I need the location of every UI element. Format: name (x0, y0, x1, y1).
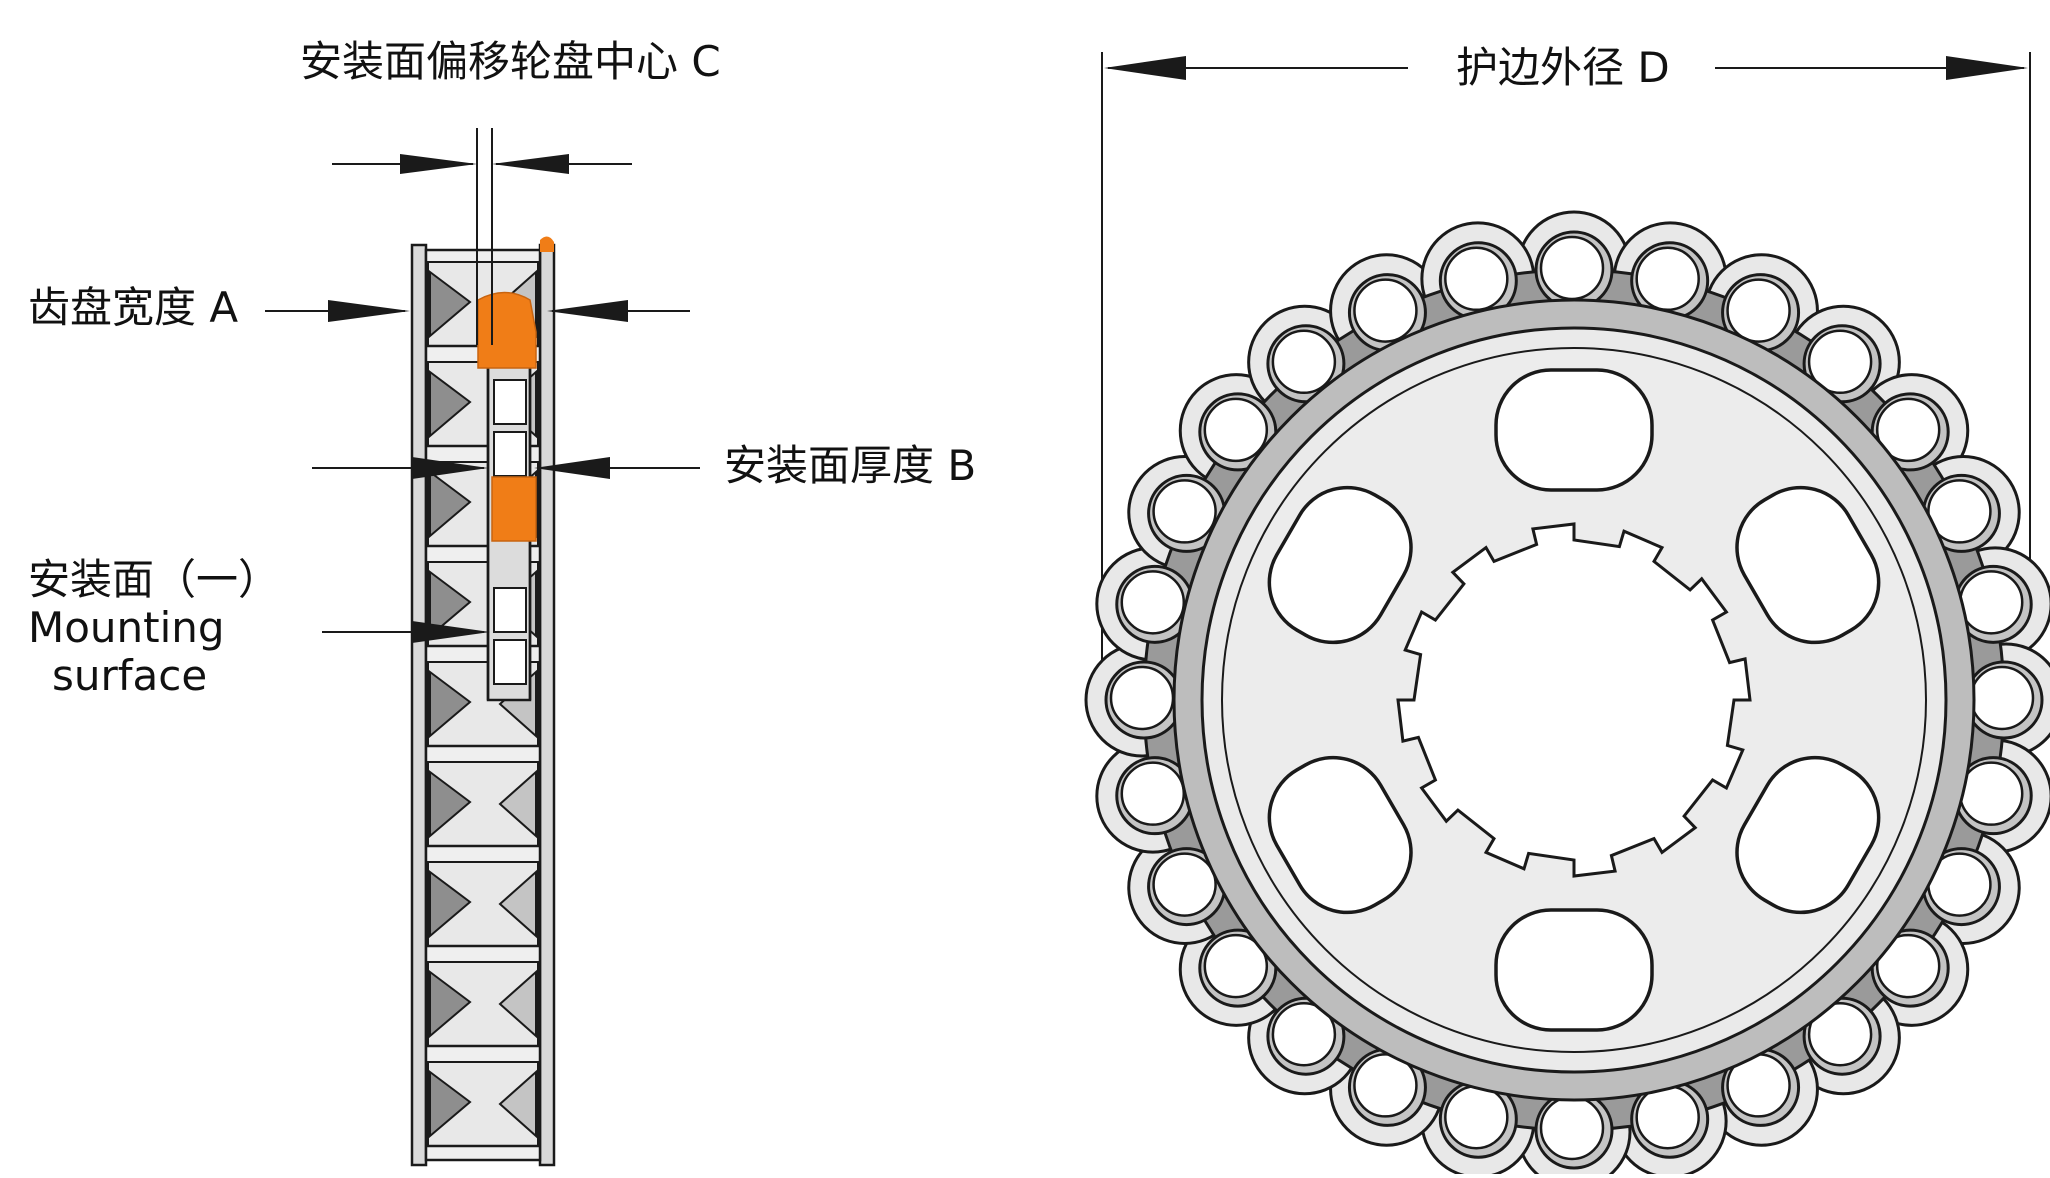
tooth-shadow-right (498, 1069, 537, 1139)
roller (1271, 1001, 1337, 1067)
mounting-surface-en-label-2: surface (52, 651, 208, 700)
plate-cell (493, 431, 527, 477)
plate-cells (493, 379, 527, 685)
dim-d-arrow-right (1946, 56, 2028, 80)
window-outline (1494, 908, 1654, 1032)
roller (1444, 1084, 1509, 1150)
tooth-shadow-left (429, 370, 472, 439)
roller (1539, 1095, 1605, 1161)
dim-a-arrow-right (547, 300, 628, 322)
plate-cell (493, 379, 527, 425)
roller (1875, 933, 1941, 999)
window-outline (1735, 485, 1881, 645)
window-outline (1494, 368, 1654, 492)
rollers (1104, 230, 2044, 1170)
roller (1807, 1001, 1873, 1067)
roller (1120, 570, 1186, 635)
tooth-shadow-left (429, 970, 472, 1039)
dim-b-arrow-left (412, 457, 488, 479)
roller (1271, 329, 1337, 395)
window-outline (1267, 485, 1413, 645)
window (1494, 908, 1654, 1032)
window (1735, 755, 1881, 915)
roller (1958, 570, 2024, 635)
window (1267, 485, 1413, 645)
dim-c-arrow-right (492, 154, 569, 174)
roller (1875, 397, 1941, 463)
roller (1635, 246, 1700, 312)
roller (1203, 933, 1269, 999)
roller (1120, 761, 1186, 826)
spline-bore (1396, 522, 1752, 878)
tooth-shadow-right (498, 769, 537, 839)
tooth-shadow-left (429, 670, 472, 739)
roller (1203, 397, 1269, 463)
dim-a-arrow-left (328, 300, 410, 322)
window-outline (1267, 755, 1413, 915)
roller (1726, 278, 1791, 343)
diameter-d-label: 护边外径 D (1456, 43, 1670, 92)
tooth-shadow-right (498, 969, 537, 1039)
width-a-label: 齿盘宽度 A (28, 283, 239, 332)
roller (1539, 235, 1605, 301)
dim-b-arrow-right (534, 457, 610, 479)
orange-section-lower (491, 476, 537, 542)
roller (1807, 329, 1873, 395)
offset-c-label: 安装面偏移轮盘中心 C (300, 37, 721, 86)
window (1494, 368, 1654, 492)
thickness-b-label: 安装面厚度 B (724, 441, 977, 490)
roller (1444, 246, 1509, 312)
roller (1635, 1084, 1700, 1150)
roller (1152, 852, 1217, 917)
sprocket-front-view (1084, 210, 2050, 1178)
window-outline (1735, 755, 1881, 915)
side-view-dimensions (265, 128, 700, 643)
orange-section-upper (477, 291, 537, 369)
left-flange (410, 243, 428, 1167)
tooth-shadow-left (429, 870, 472, 939)
mounting-surface-cn-label: 安装面（一） (28, 555, 281, 604)
window (1267, 755, 1413, 915)
right-flange (538, 243, 556, 1167)
roller (1958, 761, 2024, 826)
mount-leader-arrow (412, 621, 490, 643)
lightening-windows (1267, 368, 1881, 1032)
tooth-shadow-left (429, 270, 472, 339)
plate-cell (493, 587, 527, 633)
mounting-surface-en-label-1: Mounting (28, 603, 225, 652)
roller (1152, 479, 1217, 544)
tooth-shadow-left (429, 570, 472, 639)
tooth-shadow-left (429, 470, 472, 539)
dim-d-arrow-left (1104, 56, 1186, 80)
dim-c-arrow-left (400, 154, 477, 174)
roller (1109, 665, 1175, 731)
sprocket-side-view (410, 236, 556, 1167)
window (1735, 485, 1881, 645)
tooth-shadow-left (429, 770, 472, 839)
tooth-shadow-right (498, 869, 537, 939)
orange-flange-tip (540, 236, 554, 252)
plate-cell (493, 639, 527, 685)
roller (1969, 665, 2035, 731)
tooth-shadow-left (429, 1070, 472, 1139)
roller (1353, 278, 1418, 343)
